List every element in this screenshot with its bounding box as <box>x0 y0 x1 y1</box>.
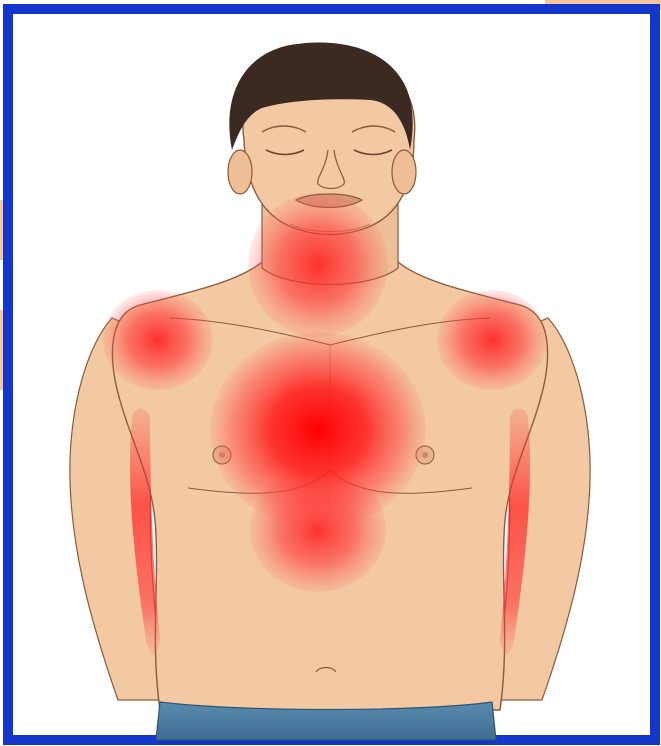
left-ear <box>228 150 252 194</box>
pain-zone-left-shoulder <box>103 290 213 390</box>
right-ear <box>392 150 416 194</box>
pain-zone-throat <box>248 193 388 337</box>
pain-zone-right-shoulder <box>437 290 547 390</box>
pain-zone-chest-center <box>210 332 426 528</box>
